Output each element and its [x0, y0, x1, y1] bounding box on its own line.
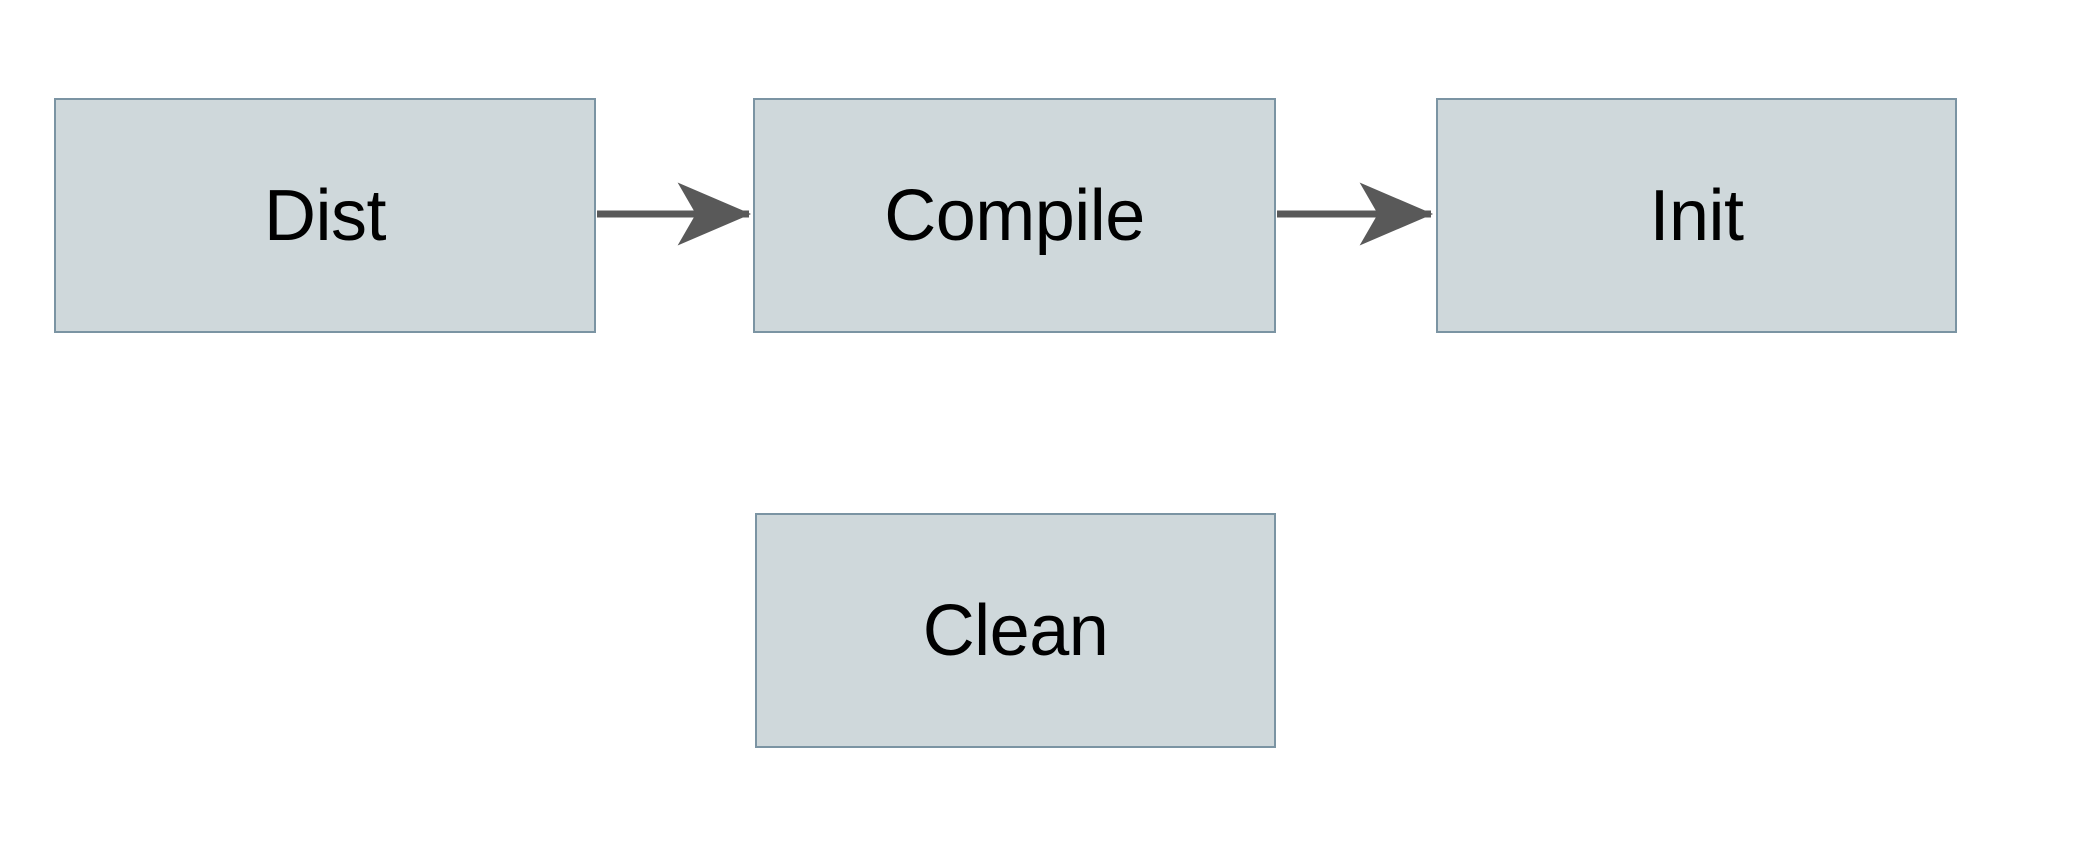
node-clean[interactable]: Clean	[755, 513, 1276, 748]
node-dist-label: Dist	[264, 175, 387, 256]
node-clean-label: Clean	[922, 590, 1109, 671]
node-compile-label: Compile	[884, 175, 1145, 256]
node-init[interactable]: Init	[1436, 98, 1957, 333]
node-dist[interactable]: Dist	[54, 98, 596, 333]
node-init-label: Init	[1649, 175, 1744, 256]
node-compile[interactable]: Compile	[753, 98, 1276, 333]
